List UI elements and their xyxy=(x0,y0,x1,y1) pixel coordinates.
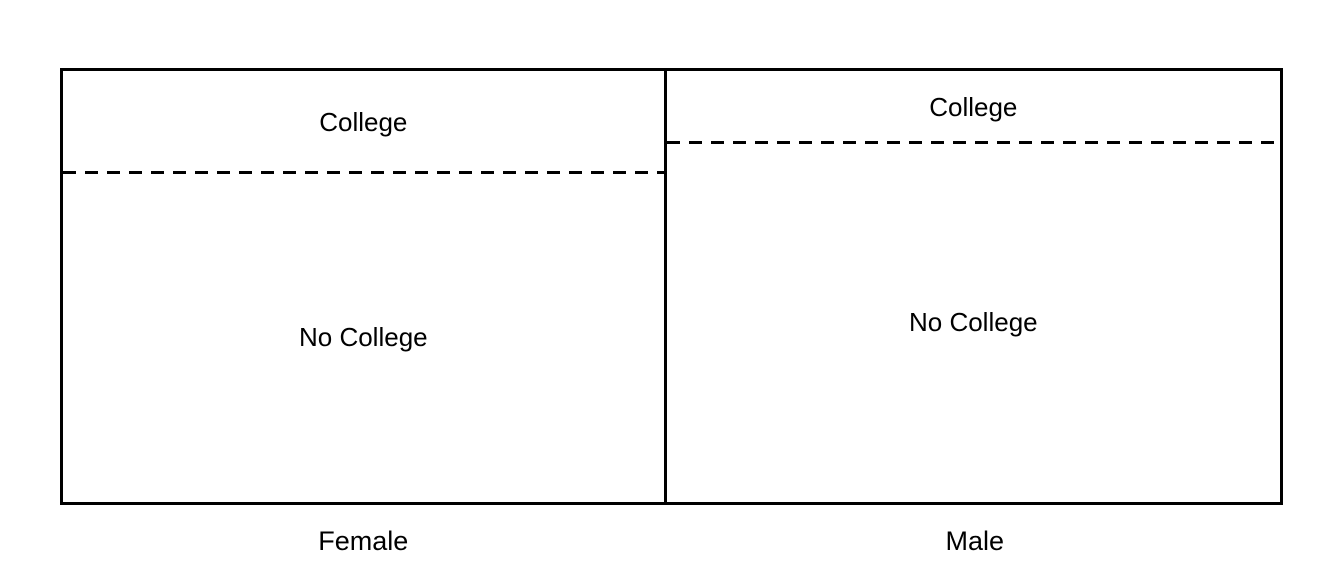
mosaic-plot: College No College College No College xyxy=(60,68,1283,505)
panel-male: College No College xyxy=(666,71,1280,502)
male-college-label: College xyxy=(929,91,1018,122)
female-college-divider-dashed-line xyxy=(63,171,664,175)
female-college-label: College xyxy=(319,106,408,137)
region-male-college: College xyxy=(666,71,1280,144)
region-male-no-college: No College xyxy=(667,142,1280,502)
male-no-college-label: No College xyxy=(908,307,1038,338)
region-female-no-college: No College xyxy=(63,173,664,502)
x-axis-labels: Female Male xyxy=(60,505,1283,577)
x-axis-label-female: Female xyxy=(318,525,409,556)
x-axis-label-male: Male xyxy=(945,525,1005,556)
female-no-college-label: No College xyxy=(298,322,428,353)
region-female-college: College xyxy=(63,71,664,175)
panel-female: College No College xyxy=(63,71,667,502)
male-college-divider-dashed-line xyxy=(666,140,1280,144)
